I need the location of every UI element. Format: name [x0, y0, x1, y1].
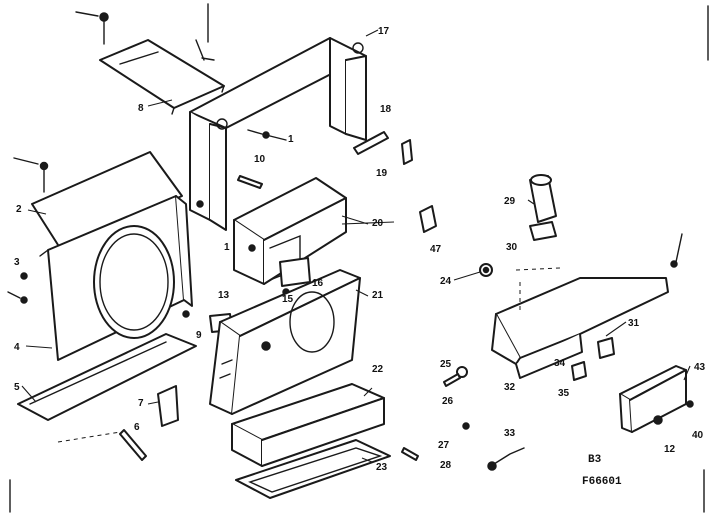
callout-12: 12: [664, 444, 676, 455]
screw-top: [75, 11, 109, 45]
callout-26: 26: [442, 396, 454, 407]
callout-8: 8: [138, 103, 144, 114]
frame-screws: [247, 129, 287, 141]
callout-1b: 1: [224, 242, 230, 253]
callout-15: 15: [282, 294, 294, 305]
capacitor-part: [529, 174, 557, 241]
terminal-part: [571, 337, 615, 381]
callout-32: 32: [504, 382, 516, 393]
callout-6: 6: [134, 422, 140, 433]
cabinet-frame-part: [189, 37, 367, 231]
callout-31: 31: [628, 318, 640, 329]
callout-3: 3: [14, 257, 20, 268]
bolt-parts: [401, 366, 525, 471]
callout-25: 25: [440, 359, 452, 370]
callout-17: 17: [378, 26, 390, 37]
rod-part: [353, 131, 389, 155]
callout-23: 23: [376, 462, 388, 473]
callout-5: 5: [14, 382, 20, 393]
callout-33: 33: [504, 428, 516, 439]
pin-part: [237, 175, 263, 189]
shaft-part: [57, 429, 147, 461]
drawing-code-line1: B3: [588, 454, 602, 466]
switch-box-part: [619, 365, 694, 433]
border-marks: [9, 3, 709, 513]
knob-part: [419, 205, 437, 233]
fan-shroud-part: [39, 195, 193, 361]
base-pan-part: [17, 333, 197, 421]
callout-labels: 8 17 18 19 10 1 2 1 20 3 9 13 15 16 21 4…: [14, 26, 706, 473]
shroud-screw: [7, 272, 28, 304]
callout-24: 24: [440, 276, 452, 287]
callout-22: 22: [372, 364, 384, 375]
callout-2: 2: [16, 204, 22, 215]
shroud-top-part: [13, 151, 183, 249]
callout-28: 28: [440, 460, 452, 471]
control-panel-part: [209, 269, 361, 415]
drain-pan-part: [231, 383, 385, 467]
gasket-part: [235, 439, 391, 499]
grommet-part: [479, 263, 493, 277]
callout-9: 9: [196, 330, 202, 341]
callout-10: 10: [254, 154, 266, 165]
control-box-part: [491, 267, 669, 379]
callout-20: 20: [372, 218, 384, 229]
callout-4: 4: [14, 342, 20, 353]
callout-1a: 1: [288, 134, 294, 145]
drawing-code: B3 F66601: [582, 454, 622, 488]
callout-43: 43: [694, 362, 706, 373]
callout-29: 29: [504, 196, 516, 207]
callout-47: 47: [430, 244, 442, 255]
leader-lines: [21, 29, 691, 463]
callout-19: 19: [376, 168, 388, 179]
callout-40: 40: [692, 430, 704, 441]
power-cord-part: [670, 233, 683, 268]
callout-16: 16: [312, 278, 324, 289]
callout-27: 27: [438, 440, 450, 451]
callout-18: 18: [380, 104, 392, 115]
callout-7: 7: [138, 398, 144, 409]
drawing-code-line2: F66601: [582, 476, 622, 488]
callout-34: 34: [554, 358, 566, 369]
callout-35: 35: [558, 388, 570, 399]
callout-30: 30: [506, 242, 518, 253]
callout-13: 13: [218, 290, 230, 301]
callout-21: 21: [372, 290, 384, 301]
top-plate-part: [99, 39, 225, 115]
clip-part: [401, 139, 413, 165]
bracket-part: [157, 385, 179, 427]
